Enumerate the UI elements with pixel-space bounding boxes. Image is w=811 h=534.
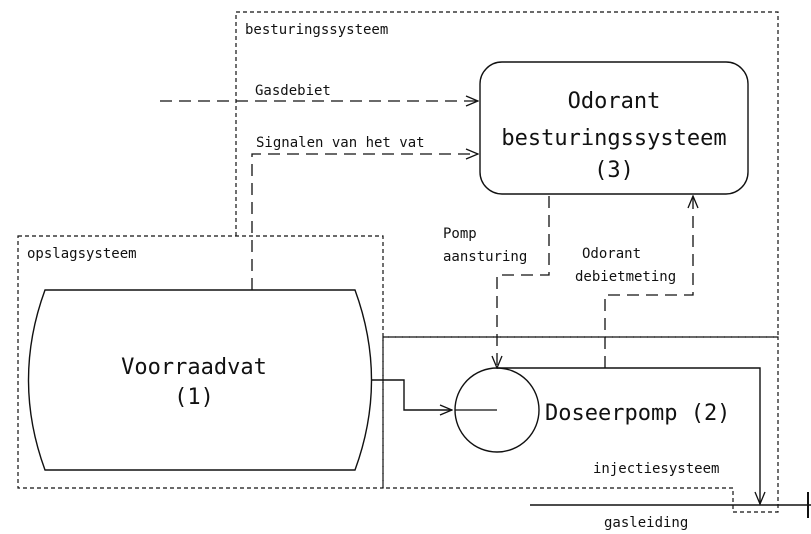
- controller-title: Odorant: [568, 89, 661, 114]
- control-system-label: besturingssysteem: [245, 22, 388, 38]
- controller-number: (3): [594, 158, 634, 183]
- pump-control-label-line1: Pomp: [443, 226, 477, 242]
- pump-control-signal: [497, 196, 550, 368]
- pump-to-pipeline-pipe: [497, 367, 760, 504]
- vessel-signal-line: [251, 154, 478, 290]
- tank-title: Voorraadvat: [121, 355, 267, 380]
- controller-box: [479, 61, 749, 195]
- injection-system-label: injectiesysteem: [593, 461, 719, 477]
- controller-subtitle: besturingssysteem: [501, 126, 726, 151]
- pump-label: Doseerpomp (2): [545, 401, 730, 426]
- tank-shape: [27, 289, 373, 471]
- injection-system-boundary: [382, 336, 779, 513]
- control-system-boundary: [235, 11, 779, 338]
- vessel-signal-label: Signalen van het vat: [256, 135, 425, 151]
- storage-system-label: opslagsysteem: [27, 246, 137, 262]
- flow-measurement-signal: [604, 196, 693, 368]
- pump-control-label-line2: aansturing: [443, 249, 527, 265]
- pipeline-label: gasleiding: [604, 515, 688, 531]
- tank-number: (1): [174, 385, 214, 410]
- flow-measurement-label-line2: debietmeting: [575, 269, 676, 285]
- flow-measurement-label-line1: Odorant: [582, 246, 641, 262]
- tank-to-pump-pipe: [372, 379, 452, 410]
- gas-flow-label: Gasdebiet: [255, 83, 331, 99]
